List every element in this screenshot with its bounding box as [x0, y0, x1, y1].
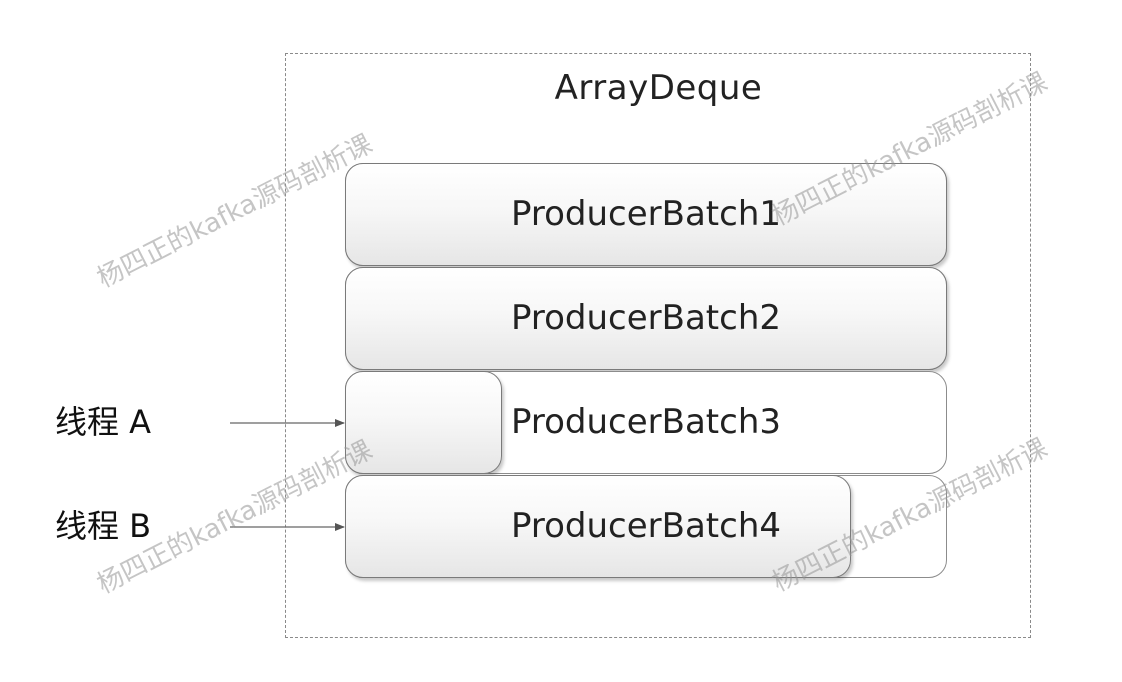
arraydeque-title: ArrayDeque — [554, 68, 763, 108]
thread-b-label: 线程 B — [55, 507, 152, 545]
batch-label-1: ProducerBatch1 — [510, 194, 782, 234]
arraydeque-container — [285, 53, 1031, 638]
batch-fill-1 — [345, 163, 947, 266]
batch-fill-4 — [345, 475, 851, 578]
thread-a-label: 线程 A — [55, 403, 152, 441]
batch-fill-3 — [345, 371, 502, 474]
batch-label-4: ProducerBatch4 — [510, 506, 782, 546]
batch-label-2: ProducerBatch2 — [510, 298, 782, 338]
batch-label-3: ProducerBatch3 — [510, 402, 782, 442]
batch-fill-2 — [345, 267, 947, 370]
